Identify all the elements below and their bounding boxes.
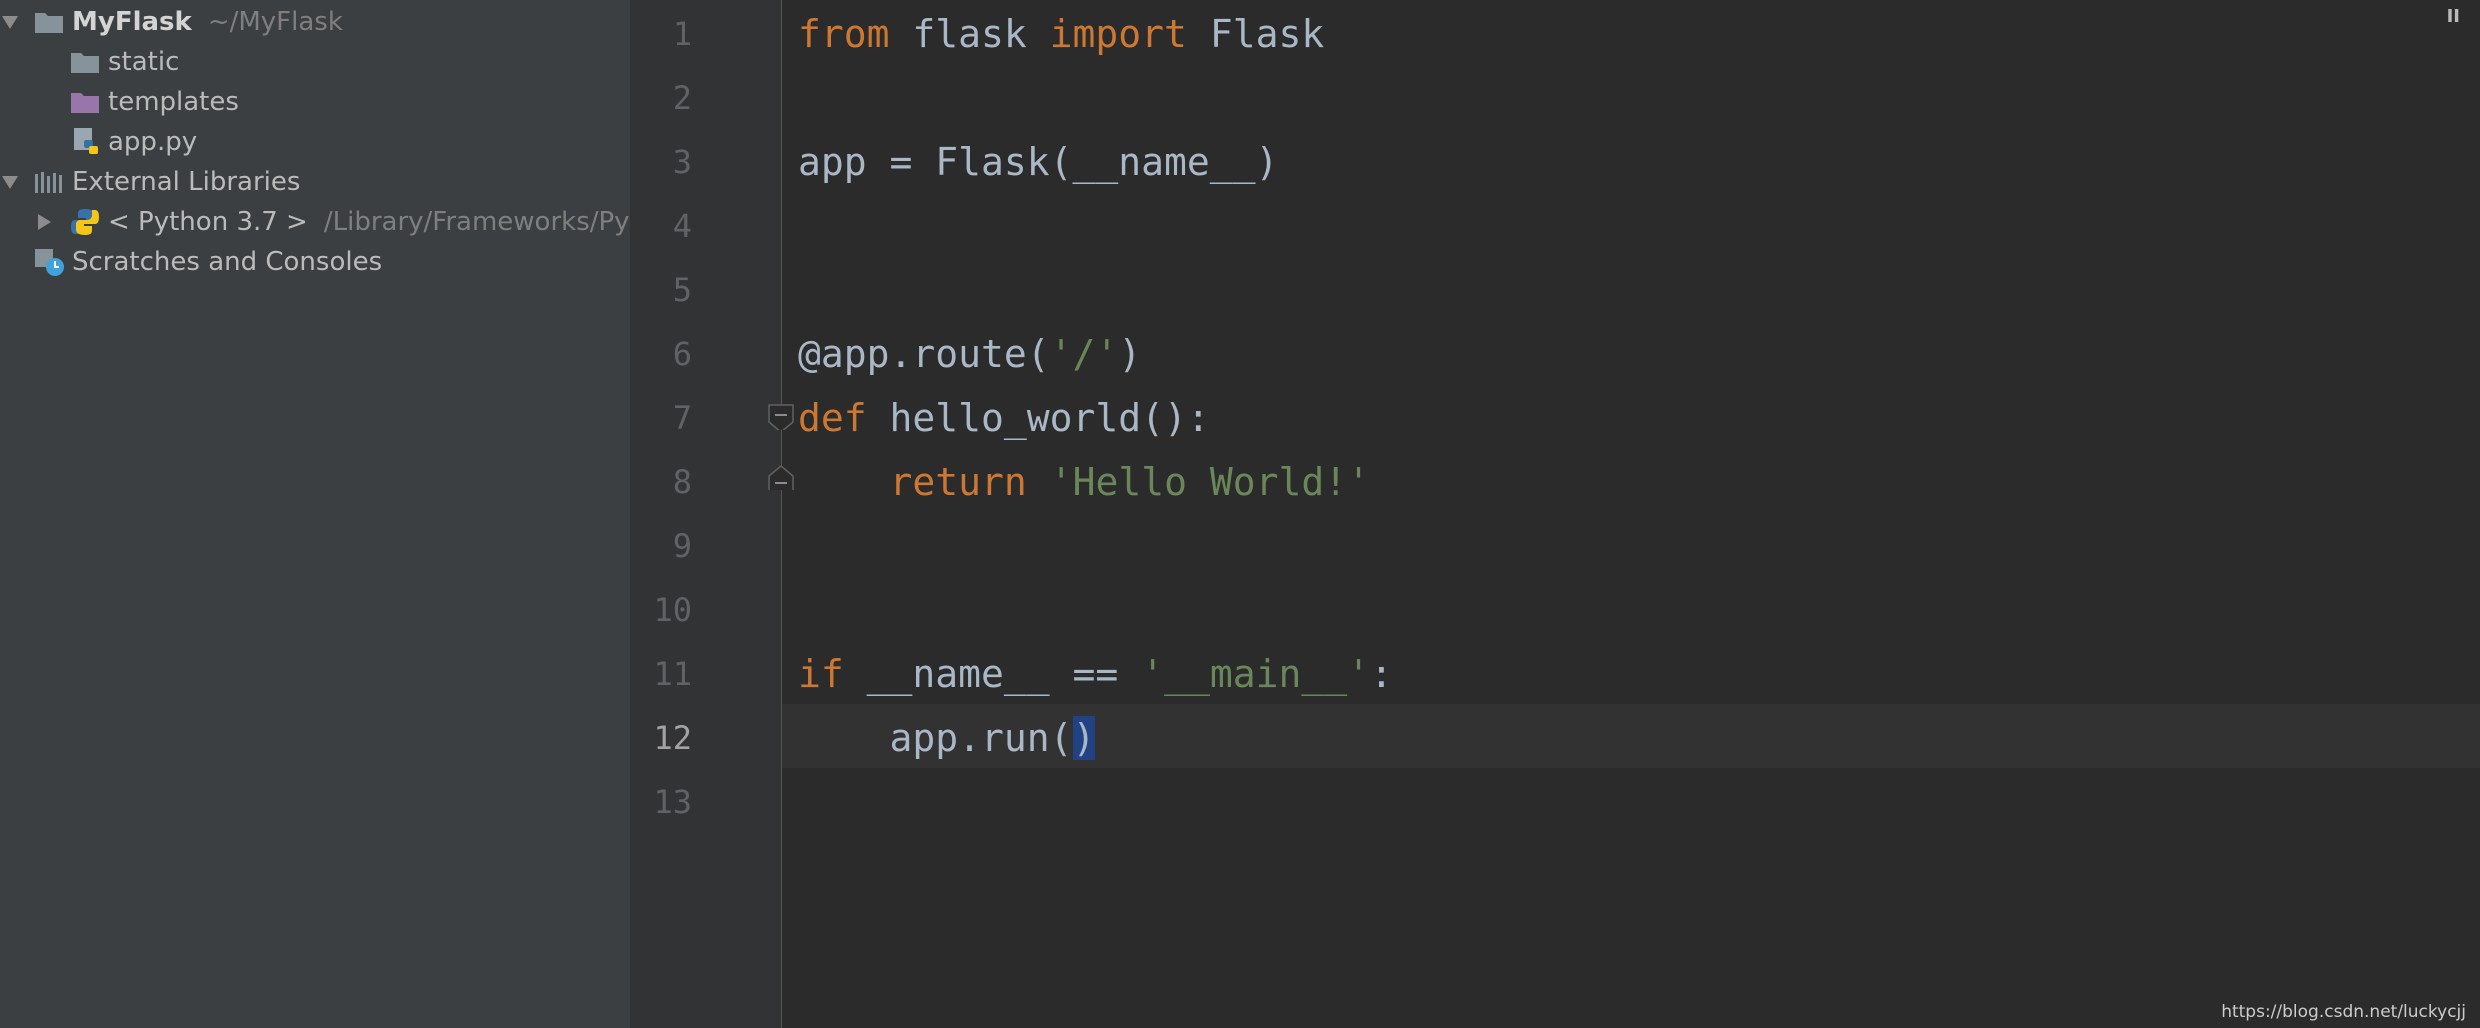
line-number: 7: [672, 399, 692, 437]
watermark: https://blog.csdn.net/luckycjj: [2221, 1002, 2466, 1022]
code-line-1[interactable]: from flask import Flask: [798, 2, 1324, 66]
pause-icon[interactable]: II: [2446, 6, 2460, 27]
tree-item-templates[interactable]: templates: [0, 82, 630, 122]
line-number: 5: [672, 271, 692, 309]
keyword: if: [798, 652, 844, 696]
current-line-highlight: [782, 704, 2480, 768]
fold-start-icon[interactable]: [768, 404, 794, 430]
python-sdk-path: /Library/Frameworks/Pytho: [323, 207, 630, 237]
line-number-current: 12: [653, 719, 692, 757]
decorator-text: @app.route(: [798, 332, 1050, 376]
code-text: Flask: [1186, 12, 1325, 56]
project-tree-panel: MyFlask ~/MyFlask static templates app.py: [0, 0, 630, 1028]
chevron-right-icon[interactable]: [38, 214, 51, 230]
string-literal: '__main__': [1141, 652, 1370, 696]
line-number: 6: [672, 335, 692, 373]
line-number: 8: [672, 463, 692, 501]
keyword: def: [798, 396, 867, 440]
line-number: 13: [653, 783, 692, 821]
tree-item-app-py[interactable]: app.py: [0, 122, 630, 162]
code-line-12[interactable]: app.run(): [798, 706, 1096, 770]
code-line-8[interactable]: return 'Hello World!': [798, 450, 1370, 514]
tree-item-label: static: [108, 47, 180, 77]
code-text: ): [1118, 332, 1142, 376]
scratches-icon: [35, 249, 64, 276]
line-number: 3: [672, 143, 692, 181]
line-number: 10: [653, 591, 692, 629]
folder-icon: [35, 13, 63, 33]
code-line-3[interactable]: app = Flask(__name__): [798, 130, 1278, 194]
code-text: app.run(: [889, 716, 1073, 760]
fold-end-icon[interactable]: [768, 464, 794, 490]
tree-item-label: External Libraries: [72, 167, 301, 197]
project-path: ~/MyFlask: [207, 7, 343, 37]
project-name: MyFlask: [72, 7, 192, 37]
line-number: 2: [672, 79, 692, 117]
gutter-divider: [781, 0, 782, 1028]
python-sdk-name: < Python 3.7 >: [108, 207, 308, 237]
tree-item-myflask[interactable]: MyFlask ~/MyFlask: [0, 2, 630, 42]
keyword: return: [889, 460, 1027, 504]
string-literal: 'Hello World!': [1049, 460, 1370, 504]
code-text: [1027, 460, 1050, 504]
string-literal: '/': [1049, 332, 1119, 376]
code-text: flask: [889, 12, 1050, 56]
chevron-down-icon[interactable]: [2, 176, 18, 189]
code-text: :: [1369, 652, 1393, 696]
line-number: 1: [672, 15, 692, 53]
code-text: app = Flask(__name__): [798, 140, 1279, 184]
python-file-icon: [74, 128, 98, 154]
tree-item-scratches[interactable]: Scratches and Consoles: [0, 242, 630, 282]
tree-item-label: app.py: [108, 127, 198, 157]
tree-item-static[interactable]: static: [0, 42, 630, 82]
keyword: from: [798, 12, 890, 56]
tree-item-label: Scratches and Consoles: [72, 247, 383, 277]
editor-gutter: [630, 0, 782, 1028]
python-icon: [71, 209, 99, 235]
code-line-7[interactable]: def hello_world():: [798, 386, 1210, 450]
code-line-6[interactable]: @app.route('/'): [798, 322, 1141, 386]
chevron-down-icon[interactable]: [2, 16, 18, 29]
keyword: import: [1049, 12, 1187, 56]
folder-icon: [71, 53, 99, 73]
indent: [798, 460, 890, 504]
line-number: 4: [672, 207, 692, 245]
tree-item-python-sdk[interactable]: < Python 3.7 > /Library/Frameworks/Pytho: [0, 202, 630, 242]
tree-item-external-libraries[interactable]: External Libraries: [0, 162, 630, 202]
code-line-11[interactable]: if __name__ == '__main__':: [798, 642, 1393, 706]
line-number: 9: [672, 527, 692, 565]
library-icon: [35, 172, 62, 193]
line-number: 11: [653, 655, 692, 693]
code-text: hello_world():: [866, 396, 1210, 440]
matched-brace-cursor: ): [1072, 716, 1096, 760]
folder-templates-icon: [71, 93, 99, 113]
indent: [798, 716, 890, 760]
tree-item-label: templates: [108, 87, 239, 117]
code-text: __name__ ==: [843, 652, 1142, 696]
